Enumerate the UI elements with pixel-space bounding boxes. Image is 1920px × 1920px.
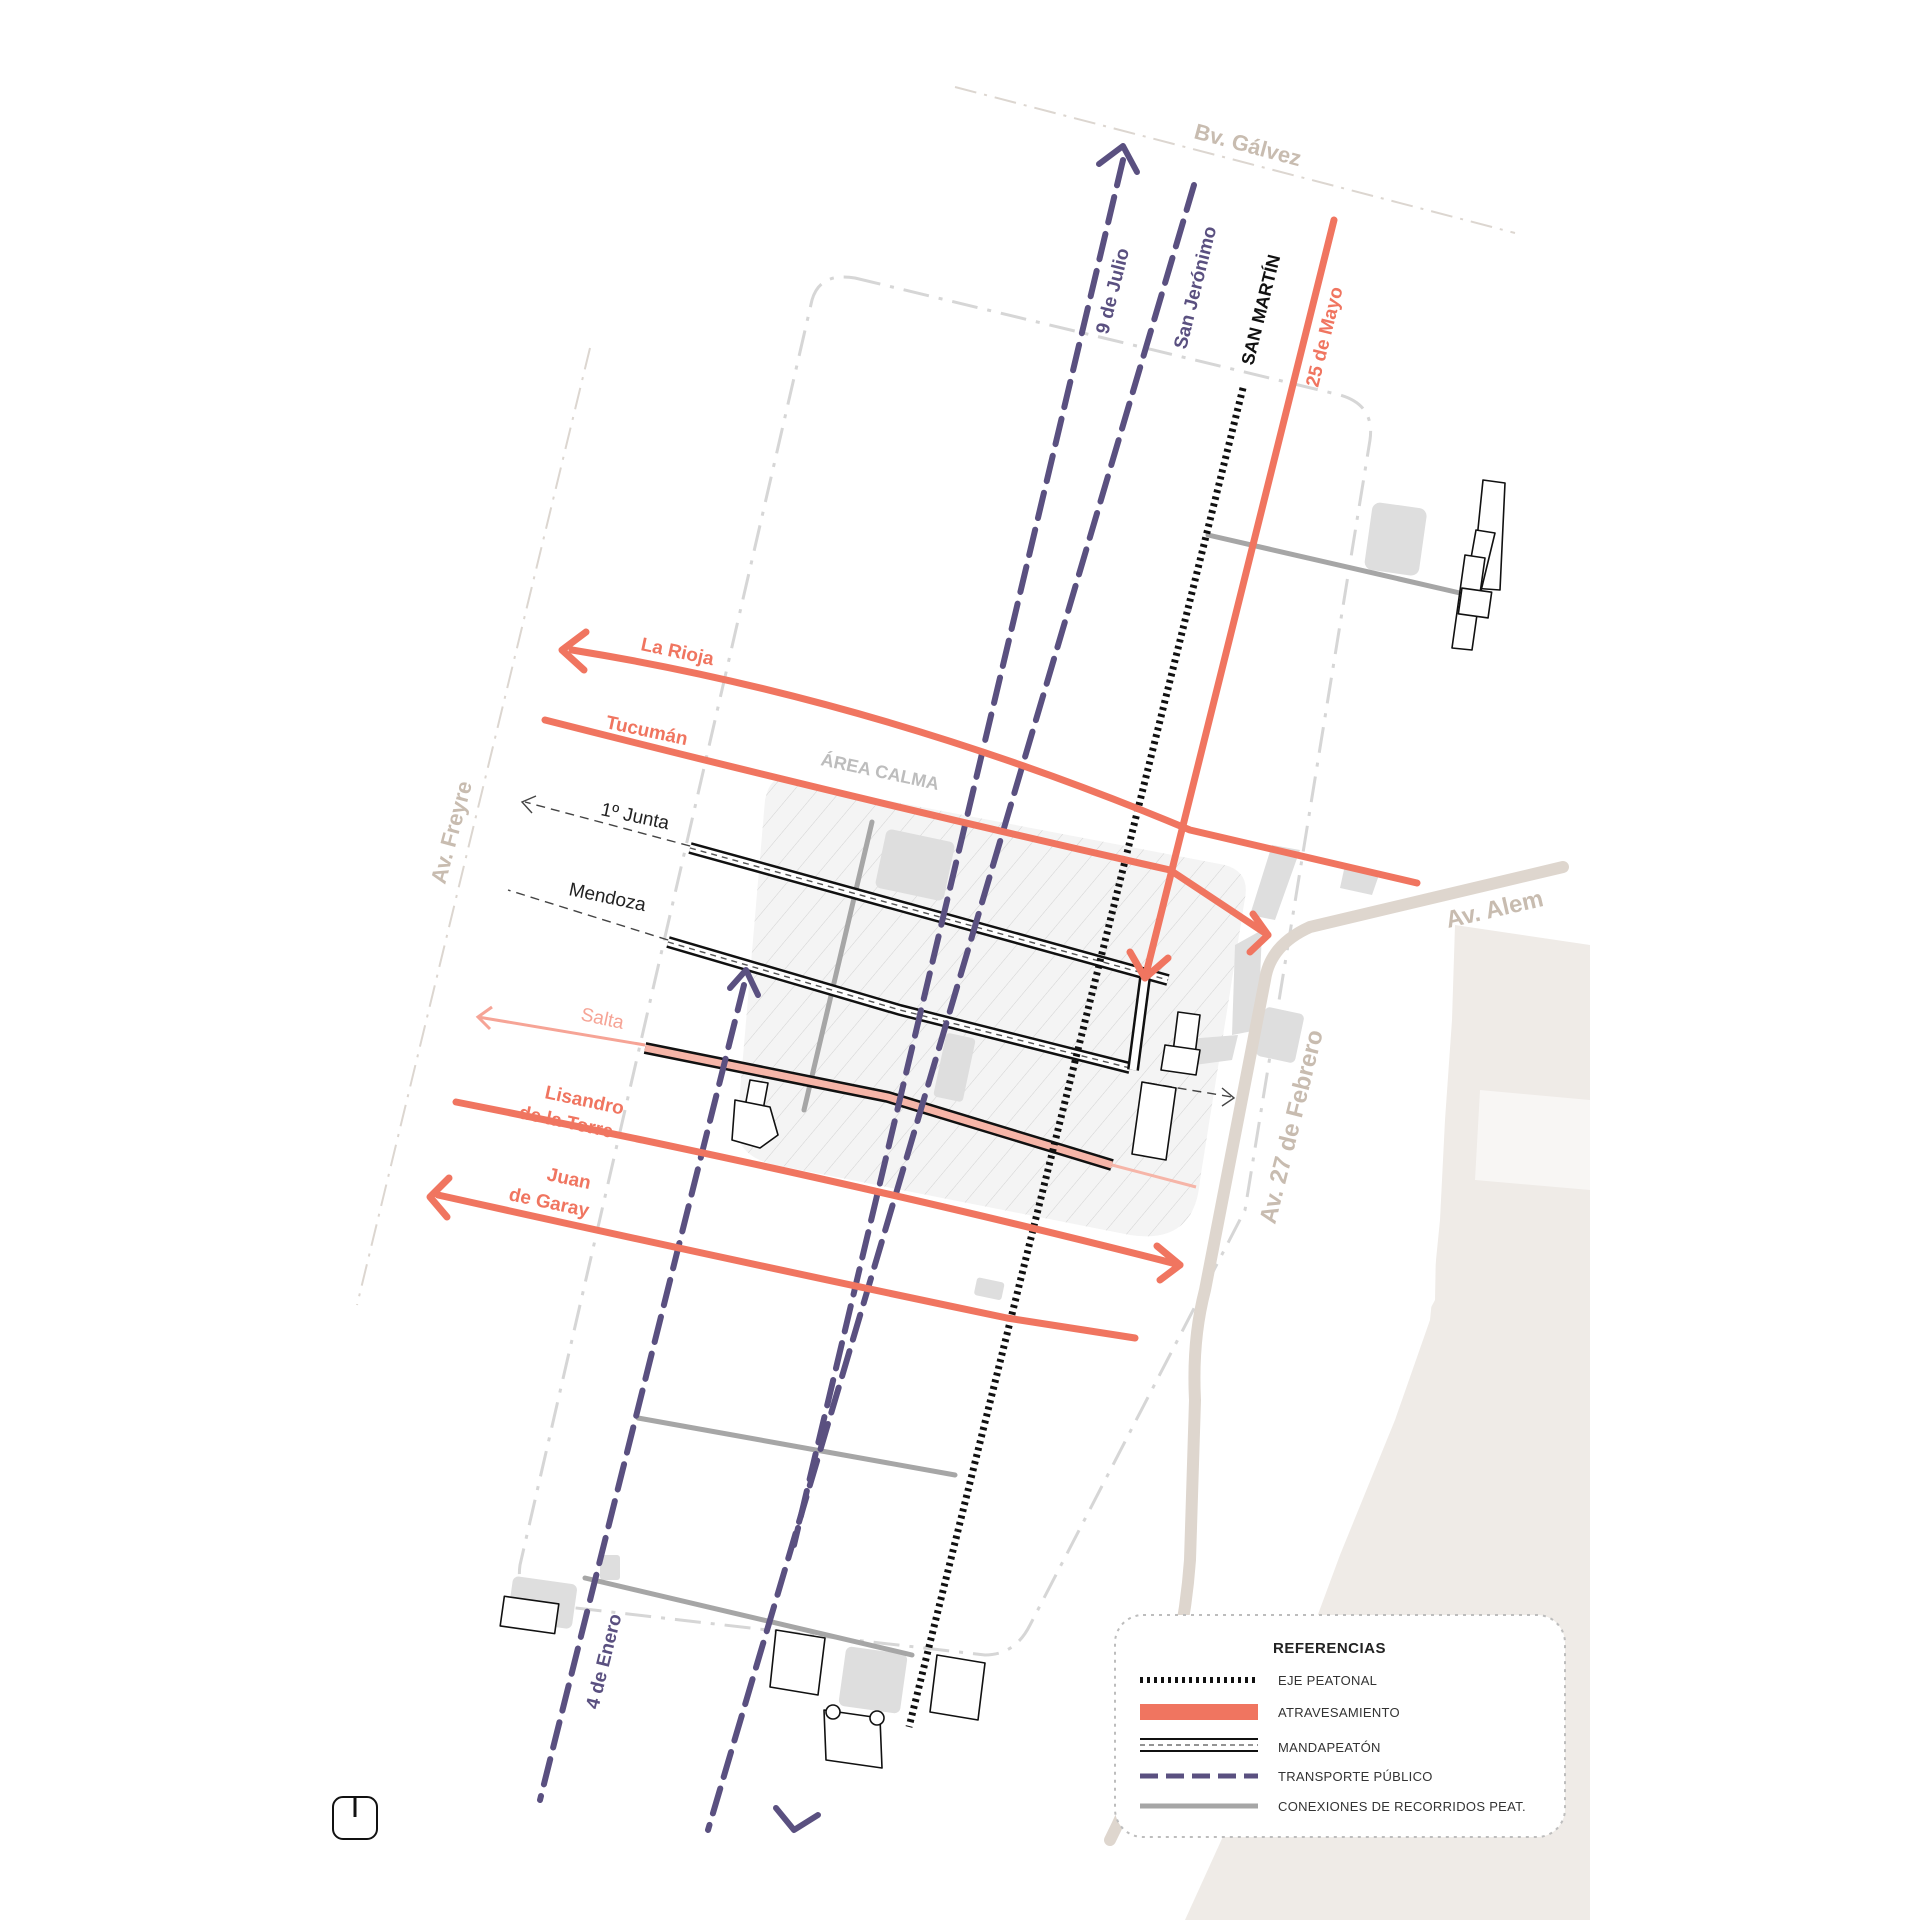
legend-title: REFERENCIAS	[1273, 1640, 1386, 1657]
outer-avenues	[356, 86, 1516, 1306]
label-1-junta: 1º Junta	[599, 799, 672, 834]
study-area-boundary	[517, 275, 1373, 1657]
legend-item-eje-peatonal: EJE PEATONAL	[1278, 1673, 1377, 1688]
label-4-enero: 4 de Enero	[582, 1612, 626, 1711]
building-sketches	[499, 479, 1506, 1769]
label-area-calma: ÁREA CALMA	[819, 748, 941, 794]
legend-item-conexiones: CONEXIONES DE RECORRIDOS PEAT.	[1278, 1799, 1526, 1814]
label-25-mayo: 25 de Mayo	[1302, 285, 1347, 389]
crossing-arrowheads	[426, 628, 1272, 1284]
legend-symbol-mandapeaton	[1140, 1738, 1258, 1752]
pedestrian-axis	[905, 387, 1247, 1728]
legend-item-mandapeaton: MANDAPEATÓN	[1278, 1740, 1381, 1755]
legend-item-transporte: TRANSPORTE PÚBLICO	[1278, 1769, 1433, 1784]
label-garay: Juan	[545, 1164, 593, 1194]
public-transport-lines	[537, 157, 1197, 1833]
pedestrian-connections	[582, 532, 1463, 1658]
transport-arrowheads	[727, 143, 1140, 1833]
label-mendoza: Mendoza	[567, 879, 648, 916]
label-salta: Salta	[579, 1004, 626, 1034]
label-freyre: Av. Freyre	[426, 778, 477, 886]
legend: REFERENCIAS EJE PEATONAL ATRAVESAMIENTO …	[1114, 1614, 1566, 1838]
north-arrow-icon	[332, 1796, 378, 1840]
crossing-streets	[434, 216, 1421, 1342]
legend-item-atravesamiento: ATRAVESAMIENTO	[1278, 1705, 1400, 1720]
label-san-martin: SAN MARTÍN	[1237, 252, 1285, 367]
